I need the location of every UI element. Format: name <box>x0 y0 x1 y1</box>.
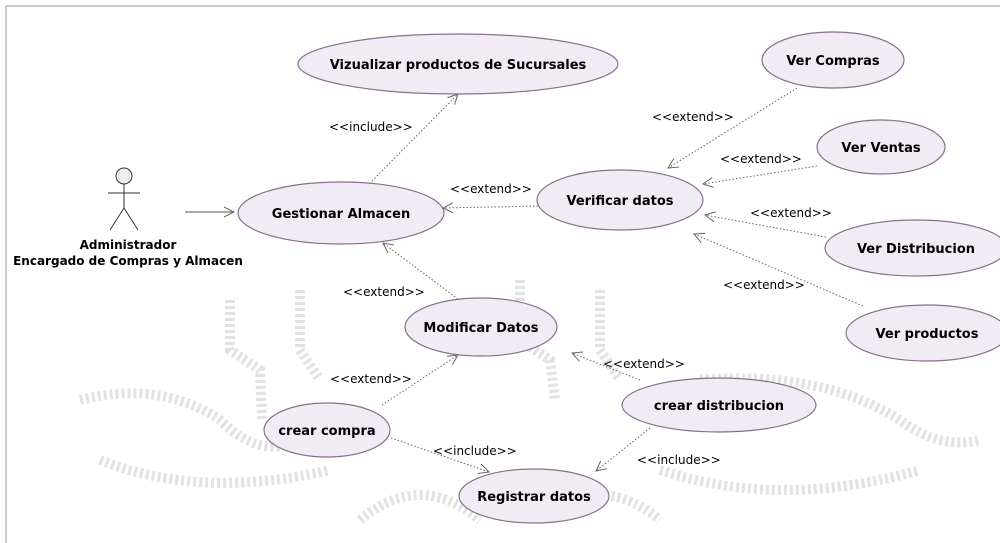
use-case-label: crear distribucion <box>654 399 784 414</box>
relationship-label-ext_ventas: <<extend>> <box>720 152 802 166</box>
use-case-label: Ver Distribucion <box>857 242 975 257</box>
actor-name-line1: Administrador <box>80 238 177 252</box>
relationship-line-inc_gest_viz <box>366 94 458 187</box>
use-case-crear-compra[interactable]: crear compra <box>263 402 391 458</box>
use-case-label: Ver Ventas <box>841 141 921 156</box>
use-case-registrar-datos[interactable]: Registrar datos <box>458 468 610 524</box>
actor-name-line2: Encargado de Compras y Almacen <box>13 254 243 268</box>
relationship-line-ext_cdist_mod <box>572 353 641 381</box>
relationship-line-ext_distrib <box>705 215 827 238</box>
actor-administrador[interactable]: Administrador Encargado de Compras y Alm… <box>13 167 243 268</box>
relationship-label-ext_productos: <<extend>> <box>723 278 805 292</box>
use-case-vizualizar[interactable]: Vizualizar productos de Sucursales <box>297 33 619 95</box>
relationship-label-ext_cdist_mod: <<extend>> <box>603 357 685 371</box>
use-case-label: Gestionar Almacen <box>272 207 410 222</box>
relationship-label-ext_compra_mod: <<extend>> <box>330 372 412 386</box>
use-case-label: Verificar datos <box>566 194 673 209</box>
use-case-ver-compras[interactable]: Ver Compras <box>761 31 905 89</box>
relationship-line-inc_cdist_reg <box>596 427 651 471</box>
use-case-crear-distribucion[interactable]: crear distribucion <box>621 377 817 433</box>
relationship-label-inc_cdist_reg: <<include>> <box>637 453 721 467</box>
use-case-label: Vizualizar productos de Sucursales <box>330 58 587 73</box>
relationship-label-ext_verif_gest: <<extend>> <box>450 182 532 196</box>
watermark-emblem <box>78 280 982 524</box>
relationship-line-ext_ventas <box>703 165 818 184</box>
use-case-verificar-datos[interactable]: Verificar datos <box>536 169 704 231</box>
use-case-label: Modificar Datos <box>423 321 538 336</box>
relationship-line-ext_mod_gest <box>383 243 459 300</box>
relationship-line-ext_verif_gest <box>443 206 539 208</box>
use-case-ver-distribucion[interactable]: Ver Distribucion <box>824 219 1000 277</box>
use-case-ver-productos[interactable]: Ver productos <box>845 304 1000 362</box>
relationship-line-ext_productos <box>694 234 864 307</box>
use-case-label: Registrar datos <box>477 490 591 505</box>
use-case-label: crear compra <box>278 424 375 439</box>
use-case-gestionar-almacen[interactable]: Gestionar Almacen <box>237 181 445 245</box>
relationship-line-ext_compra_mod <box>381 355 458 406</box>
relationship-line-ext_compras <box>668 87 798 168</box>
stick-figure-icon <box>108 167 140 231</box>
use-case-modificar-datos[interactable]: Modificar Datos <box>404 297 558 357</box>
use-case-ver-ventas[interactable]: Ver Ventas <box>816 119 946 175</box>
relationship-label-ext_mod_gest: <<extend>> <box>343 285 425 299</box>
relationship-label-ext_compras: <<extend>> <box>652 110 734 124</box>
diagram-frame <box>5 5 1000 543</box>
use-case-label: Ver productos <box>876 327 979 342</box>
relationship-label-inc_compra_reg: <<include>> <box>433 444 517 458</box>
use-case-label: Ver Compras <box>786 54 880 69</box>
relationship-label-ext_distrib: <<extend>> <box>750 206 832 220</box>
relationship-label-inc_gest_viz: <<include>> <box>329 120 413 134</box>
